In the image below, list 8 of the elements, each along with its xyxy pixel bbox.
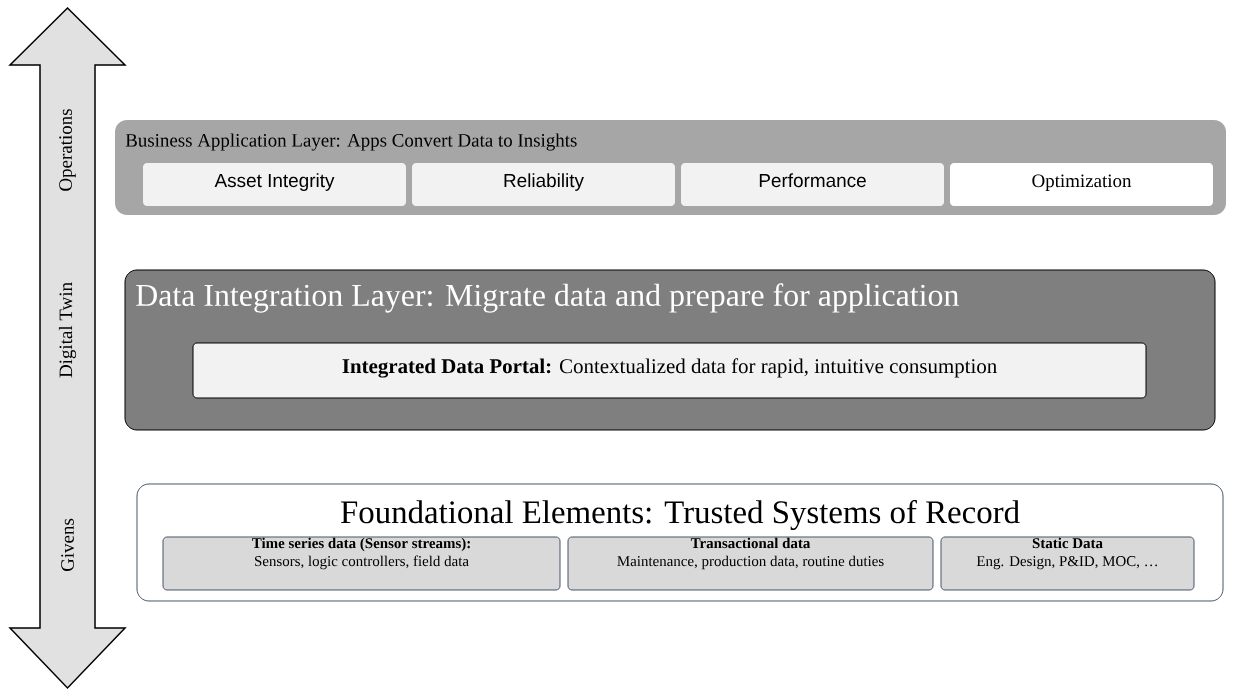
layer-box: Integrated Data Portal: Contextualized data for rapid, intuitive consumption [192, 342, 1147, 399]
data-box: Static Data Eng. Design, P&ID, MOC, … [940, 536, 1195, 591]
layer-box: Reliability [412, 163, 675, 206]
data-box: Transactional data Maintenance, production data, routine duties [567, 536, 934, 591]
layer-box: Asset Integrity [143, 163, 406, 206]
data-box: Time series data (Sensor streams): Sensors, logic controllers, field data [162, 536, 561, 591]
layer-box: Performance [681, 163, 944, 206]
layer-box: Optimization [950, 163, 1213, 206]
